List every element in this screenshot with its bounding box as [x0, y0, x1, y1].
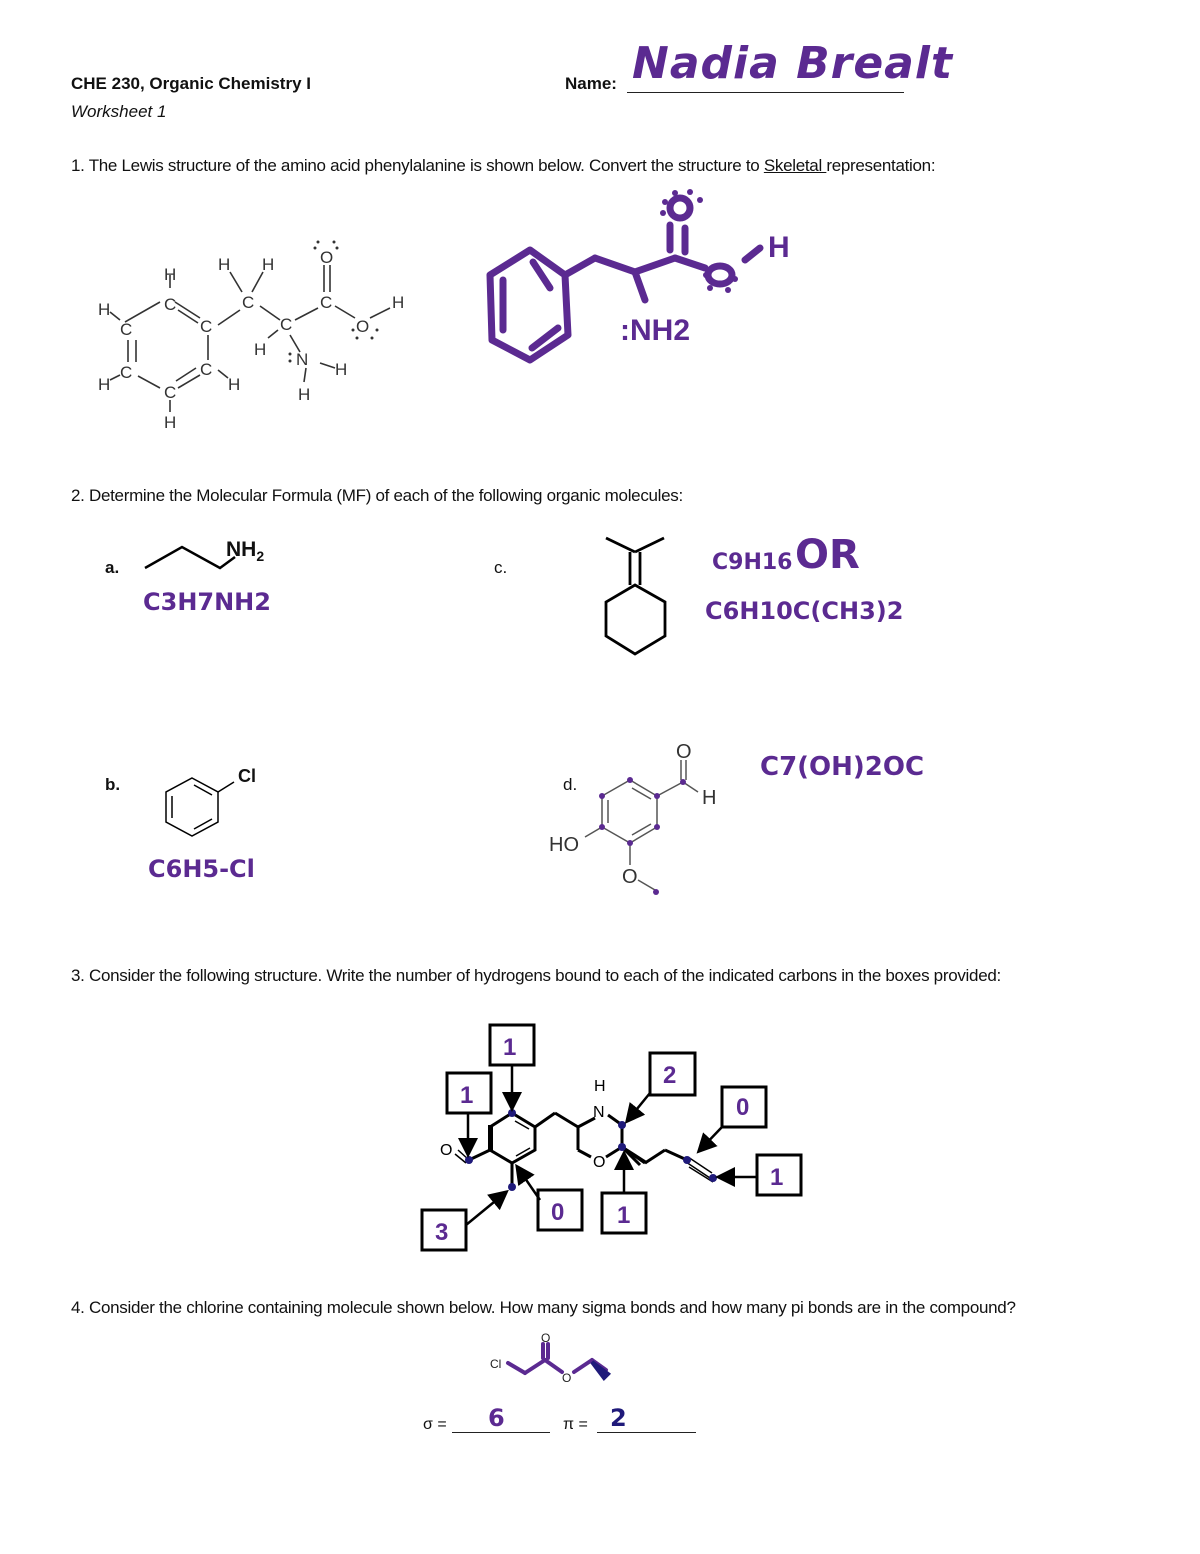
n-label: N: [593, 1104, 605, 1121]
answer-a: C3H7NH2: [143, 588, 271, 616]
answer-d: C7(OH)2OC: [760, 752, 925, 782]
name-label: Name:: [565, 74, 617, 93]
chloroacetate-structure: Cl O O: [490, 1331, 612, 1385]
box-value: 0: [736, 1094, 749, 1121]
svg-text:C: C: [164, 295, 176, 314]
svg-text:H: H: [335, 360, 347, 379]
svg-text:C: C: [280, 315, 292, 334]
svg-text:O: O: [356, 317, 369, 336]
name-field[interactable]: [627, 92, 904, 93]
worksheet-subtitle: Worksheet 1: [71, 102, 167, 121]
svg-text:H: H: [228, 375, 240, 394]
cl-group: Cl: [238, 766, 256, 786]
answer-c-line2: C6H10C(CH3)2: [705, 597, 904, 625]
svg-text:C: C: [120, 320, 132, 339]
svg-text:H: H: [298, 385, 310, 404]
question-3-text: 3. Consider the following structure. Wri…: [71, 966, 1001, 985]
pi-answer: 2: [610, 1404, 627, 1432]
box-value: 0: [551, 1199, 564, 1226]
q1-prefix: 1. The Lewis structure of the amino acid…: [71, 156, 764, 175]
svg-text:C: C: [200, 317, 212, 336]
nh2-group: NH2: [226, 538, 265, 565]
aldehyde-o-label: O: [440, 1142, 452, 1159]
answer-b: C6H5-Cl: [148, 855, 255, 883]
svg-text:H: H: [218, 255, 230, 274]
svg-text:H: H: [98, 375, 110, 394]
box-value: 3: [435, 1219, 448, 1246]
box-value: 1: [770, 1164, 783, 1191]
svg-text:C: C: [200, 360, 212, 379]
box-value: 1: [617, 1202, 630, 1229]
sigma-label: σ =: [423, 1416, 447, 1433]
answer-c-line1: C9H16: [712, 550, 793, 575]
item-d-label: d.: [563, 775, 578, 794]
ether-o: O: [622, 866, 638, 888]
question-2-text: 2. Determine the Molecular Formula (MF) …: [71, 486, 683, 505]
svg-text:H: H: [98, 300, 110, 319]
svg-text:C: C: [164, 383, 176, 402]
chlorobenzene-structure: [165, 777, 235, 837]
answer-c-or: OR: [795, 532, 860, 578]
aldehyde-h: H: [702, 787, 716, 809]
ring-o-label: O: [593, 1154, 605, 1171]
svg-text:O: O: [320, 248, 333, 267]
course-title: CHE 230, Organic Chemistry I: [71, 74, 311, 93]
pi-label: π =: [563, 1416, 588, 1433]
svg-text:H: H: [262, 255, 274, 274]
svg-text:N: N: [296, 350, 308, 369]
svg-text:H: H: [164, 413, 176, 432]
vanillin-structure: O H HO O: [549, 741, 716, 895]
item-b-label: b.: [105, 775, 121, 794]
handwritten-skeletal-structure: :NH2 H: [486, 189, 790, 364]
aldehyde-o: O: [676, 741, 692, 763]
sigma-answer: 6: [488, 1404, 505, 1432]
isopropylidene-cyclohexane-structure: [604, 536, 667, 656]
question-4-text: 4. Consider the chlorine containing mole…: [71, 1298, 1016, 1317]
question-1-text: 1. The Lewis structure of the amino acid…: [71, 152, 1131, 179]
item-a-label: a.: [105, 558, 120, 577]
n-h-label: H: [594, 1078, 606, 1095]
box-value: 1: [503, 1034, 516, 1061]
svg-text:C: C: [120, 363, 132, 382]
cl-label: Cl: [490, 1357, 501, 1371]
pi-answer-field[interactable]: [597, 1432, 696, 1433]
carbonyl-o: O: [541, 1331, 550, 1345]
q3-structure-diagram: 1 1 2 0 1 3 0 1: [420, 1023, 803, 1252]
box-value: 1: [460, 1082, 473, 1109]
q1-suffix: representation:: [826, 156, 936, 175]
handwritten-name: Nadia Brealt: [632, 38, 953, 89]
hydroxyl-label: HO: [549, 834, 579, 856]
svg-text:C: C: [320, 293, 332, 312]
sigma-answer-field[interactable]: [452, 1432, 550, 1433]
h-label: H: [768, 231, 790, 264]
svg-text:C: C: [242, 293, 254, 312]
item-c-label: c.: [494, 558, 508, 577]
box-value: 2: [663, 1062, 676, 1089]
q1-underlined: Skeletal: [763, 156, 827, 175]
propylamine-structure: [144, 545, 236, 570]
svg-text:H: H: [254, 340, 266, 359]
ester-o: O: [562, 1371, 571, 1385]
svg-text:H: H: [164, 265, 176, 284]
nh2-label: :NH2: [620, 314, 690, 347]
svg-text:H: H: [392, 293, 404, 312]
